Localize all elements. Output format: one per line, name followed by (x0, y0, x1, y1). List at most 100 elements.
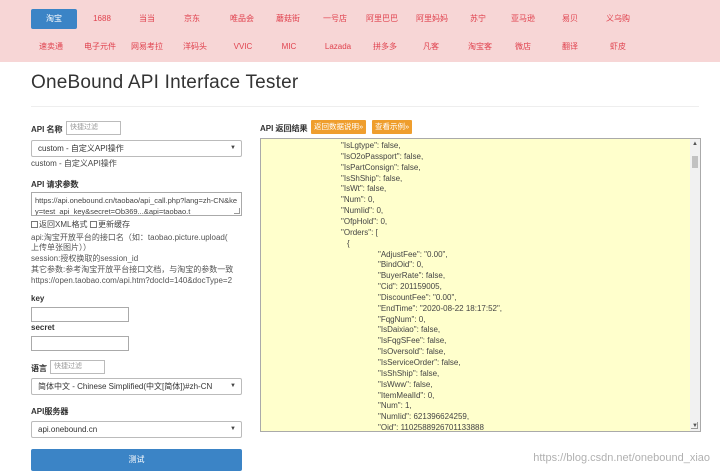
nav-item[interactable]: 淘宝客 (468, 42, 492, 51)
nav-item[interactable]: 凡客 (423, 42, 439, 51)
result-line: "BuyerRate": false, (378, 271, 446, 281)
secret-label: secret (31, 323, 55, 332)
params-textarea[interactable]: https://api.onebound.cn/taobao/api_call.… (31, 192, 242, 216)
title-divider (31, 106, 699, 107)
nav-item[interactable]: 易贝 (562, 14, 578, 23)
nav-item[interactable]: 蘑菇街 (276, 14, 300, 23)
result-line: "NumIid": 621396624259, (378, 412, 470, 422)
result-line: "AdjustFee": "0.00", (378, 249, 448, 259)
language-select-value: 简体中文 - Chinese Simplified(中文[简体])#zh-CN (38, 382, 213, 391)
test-button[interactable]: 测试 (31, 449, 242, 471)
result-line: "Cid": 201159005, (378, 282, 442, 292)
result-line: "DiscountFee": "0.00", (378, 292, 457, 302)
result-line: "Oid": 1102588926701133888 (378, 423, 484, 432)
result-line: "IsServiceOrder": false, (378, 358, 461, 367)
nav-item[interactable]: VVIC (233, 42, 253, 51)
page-title: OneBound API Interface Tester (31, 72, 299, 93)
platform-nav: 淘宝 1688 当当 京东 唯品会 蘑菇街 一号店 阿里巴巴 阿里妈妈 苏宁 亚马逊 易贝 义乌购 速卖… (0, 0, 720, 62)
nav-item[interactable]: 唯品会 (230, 14, 254, 23)
result-line: "IsLgtype": false, (341, 141, 401, 150)
nav-item[interactable]: 1688 (93, 14, 111, 23)
result-line: "ItemMealId": 0, (378, 390, 435, 400)
result-line: { (347, 238, 350, 248)
nav-item[interactable]: 亚马逊 (511, 14, 535, 23)
nav-item[interactable]: Lazada (324, 42, 352, 51)
view-example-button[interactable]: 查看示例» (372, 120, 413, 134)
result-line: "BindOid": 0, (378, 260, 424, 270)
nav-item[interactable]: 阿里巴巴 (366, 14, 398, 23)
result-line: "IsPartConsign": false, (341, 162, 421, 172)
nav-item[interactable]: 淘宝 (31, 9, 77, 29)
language-filter-input[interactable]: 快捷过滤 (50, 360, 105, 374)
language-label: 语言 (31, 364, 47, 373)
api-select-value: custom - 自定义API操作 (38, 144, 124, 153)
api-name-label: API 名称 (31, 125, 63, 134)
nav-item[interactable]: 拼多多 (373, 42, 397, 51)
hint-line: 其它参数:参考淘宝开放平台接口文档，与淘宝的参数一致 (31, 265, 234, 274)
api-select[interactable]: custom - 自定义API操作 ▼ (31, 140, 242, 157)
xml-format-label: 返回XML格式 (39, 220, 88, 229)
nav-item[interactable]: 速卖通 (39, 42, 63, 51)
platform-nav-row-1: 淘宝 1688 当当 京东 唯品会 蘑菇街 一号店 阿里巴巴 阿里妈妈 苏宁 亚马逊 易贝 义乌购 (0, 9, 720, 29)
chevron-down-icon: ▼ (230, 426, 236, 432)
result-line: "IsO2oPassport": false, (341, 151, 424, 161)
scroll-up-icon[interactable]: ▲ (692, 141, 698, 147)
hint-line: api:淘宝开放平台的接口名（如：taobao.picture.upload( (31, 233, 228, 242)
nav-item[interactable]: 洋码头 (183, 42, 207, 51)
return-data-doc-button[interactable]: 返回数据说明» (311, 120, 367, 134)
api-name-filter-input[interactable]: 快捷过滤 (66, 121, 121, 135)
result-line: "EndTime": "2020-08-22 18:17:52", (378, 303, 503, 313)
nav-item[interactable]: 阿里妈妈 (416, 14, 448, 23)
watermark: https://blog.csdn.net/onebound_xiao (533, 452, 710, 464)
result-line: "Num": 0, (341, 195, 375, 205)
server-select-value: api.onebound.cn (38, 425, 98, 434)
server-select[interactable]: api.onebound.cn ▼ (31, 421, 242, 438)
chevron-down-icon: ▼ (230, 145, 236, 151)
update-cache-checkbox[interactable]: 更新缓存 (90, 219, 130, 230)
language-select[interactable]: 简体中文 - Chinese Simplified(中文[简体])#zh-CN … (31, 378, 242, 395)
secret-input[interactable] (31, 336, 129, 351)
result-line: "IsShShip": false, (341, 173, 403, 183)
nav-item[interactable]: 一号店 (323, 14, 347, 23)
nav-item[interactable]: 微店 (515, 42, 531, 51)
result-textarea[interactable]: "IsLgtype": false,"IsO2oPassport": false… (260, 138, 701, 432)
result-line: "FqgNum": 0, (378, 314, 426, 324)
result-label: API 返回结果 (260, 124, 308, 133)
result-line: "IsWww": false, (378, 379, 433, 389)
key-input[interactable] (31, 307, 129, 322)
nav-item[interactable]: 义乌购 (606, 14, 630, 23)
scroll-down-icon[interactable]: ▼ (692, 423, 698, 429)
params-value: https://api.onebound.cn/taobao/api_call.… (35, 196, 238, 216)
key-label: key (31, 294, 45, 303)
nav-item[interactable]: 翻译 (562, 42, 578, 51)
nav-item[interactable]: 虾皮 (610, 42, 626, 51)
params-label: API 请求参数 (31, 180, 79, 189)
hint-link[interactable]: https://open.taobao.com/api.htm?docId=14… (31, 276, 233, 285)
nav-item[interactable]: 网易考拉 (131, 42, 163, 51)
result-scrollbar[interactable]: ▲ ▼ (690, 139, 700, 431)
result-line: "Orders": [ (341, 227, 378, 237)
update-cache-label: 更新缓存 (98, 220, 130, 229)
nav-item[interactable]: 当当 (139, 14, 155, 23)
nav-item[interactable]: 苏宁 (470, 14, 486, 23)
result-line: "Num": 1, (378, 401, 412, 411)
nav-item[interactable]: MIC (281, 42, 297, 51)
platform-nav-row-2: 速卖通 电子元件 网易考拉 洋码头 VVIC MIC Lazada 拼多多 凡客 淘宝客 微店 翻译 虾… (0, 37, 720, 57)
hint-line: 上传单张图片）） (31, 243, 91, 252)
result-line: "IsDaixiao": false, (378, 325, 441, 335)
nav-item[interactable]: 京东 (184, 14, 200, 23)
checkbox-icon[interactable] (90, 221, 97, 228)
nav-item[interactable]: 电子元件 (84, 42, 116, 51)
resize-grip-icon[interactable] (691, 422, 698, 429)
result-line: "IsWt": false, (341, 184, 387, 194)
checkbox-icon[interactable] (31, 221, 38, 228)
result-line: "IsFqgSFee": false, (378, 336, 447, 346)
chevron-down-icon: ▼ (230, 383, 236, 389)
resize-grip-icon[interactable] (234, 208, 240, 214)
result-line: "OfpHold": 0, (341, 216, 388, 226)
api-description: custom - 自定义API操作 (31, 159, 117, 168)
scroll-thumb[interactable] (692, 156, 698, 168)
xml-format-checkbox[interactable]: 返回XML格式 (31, 219, 87, 230)
server-label: API服务器 (31, 407, 69, 416)
hint-line: session:授权换取的session_id (31, 254, 139, 263)
